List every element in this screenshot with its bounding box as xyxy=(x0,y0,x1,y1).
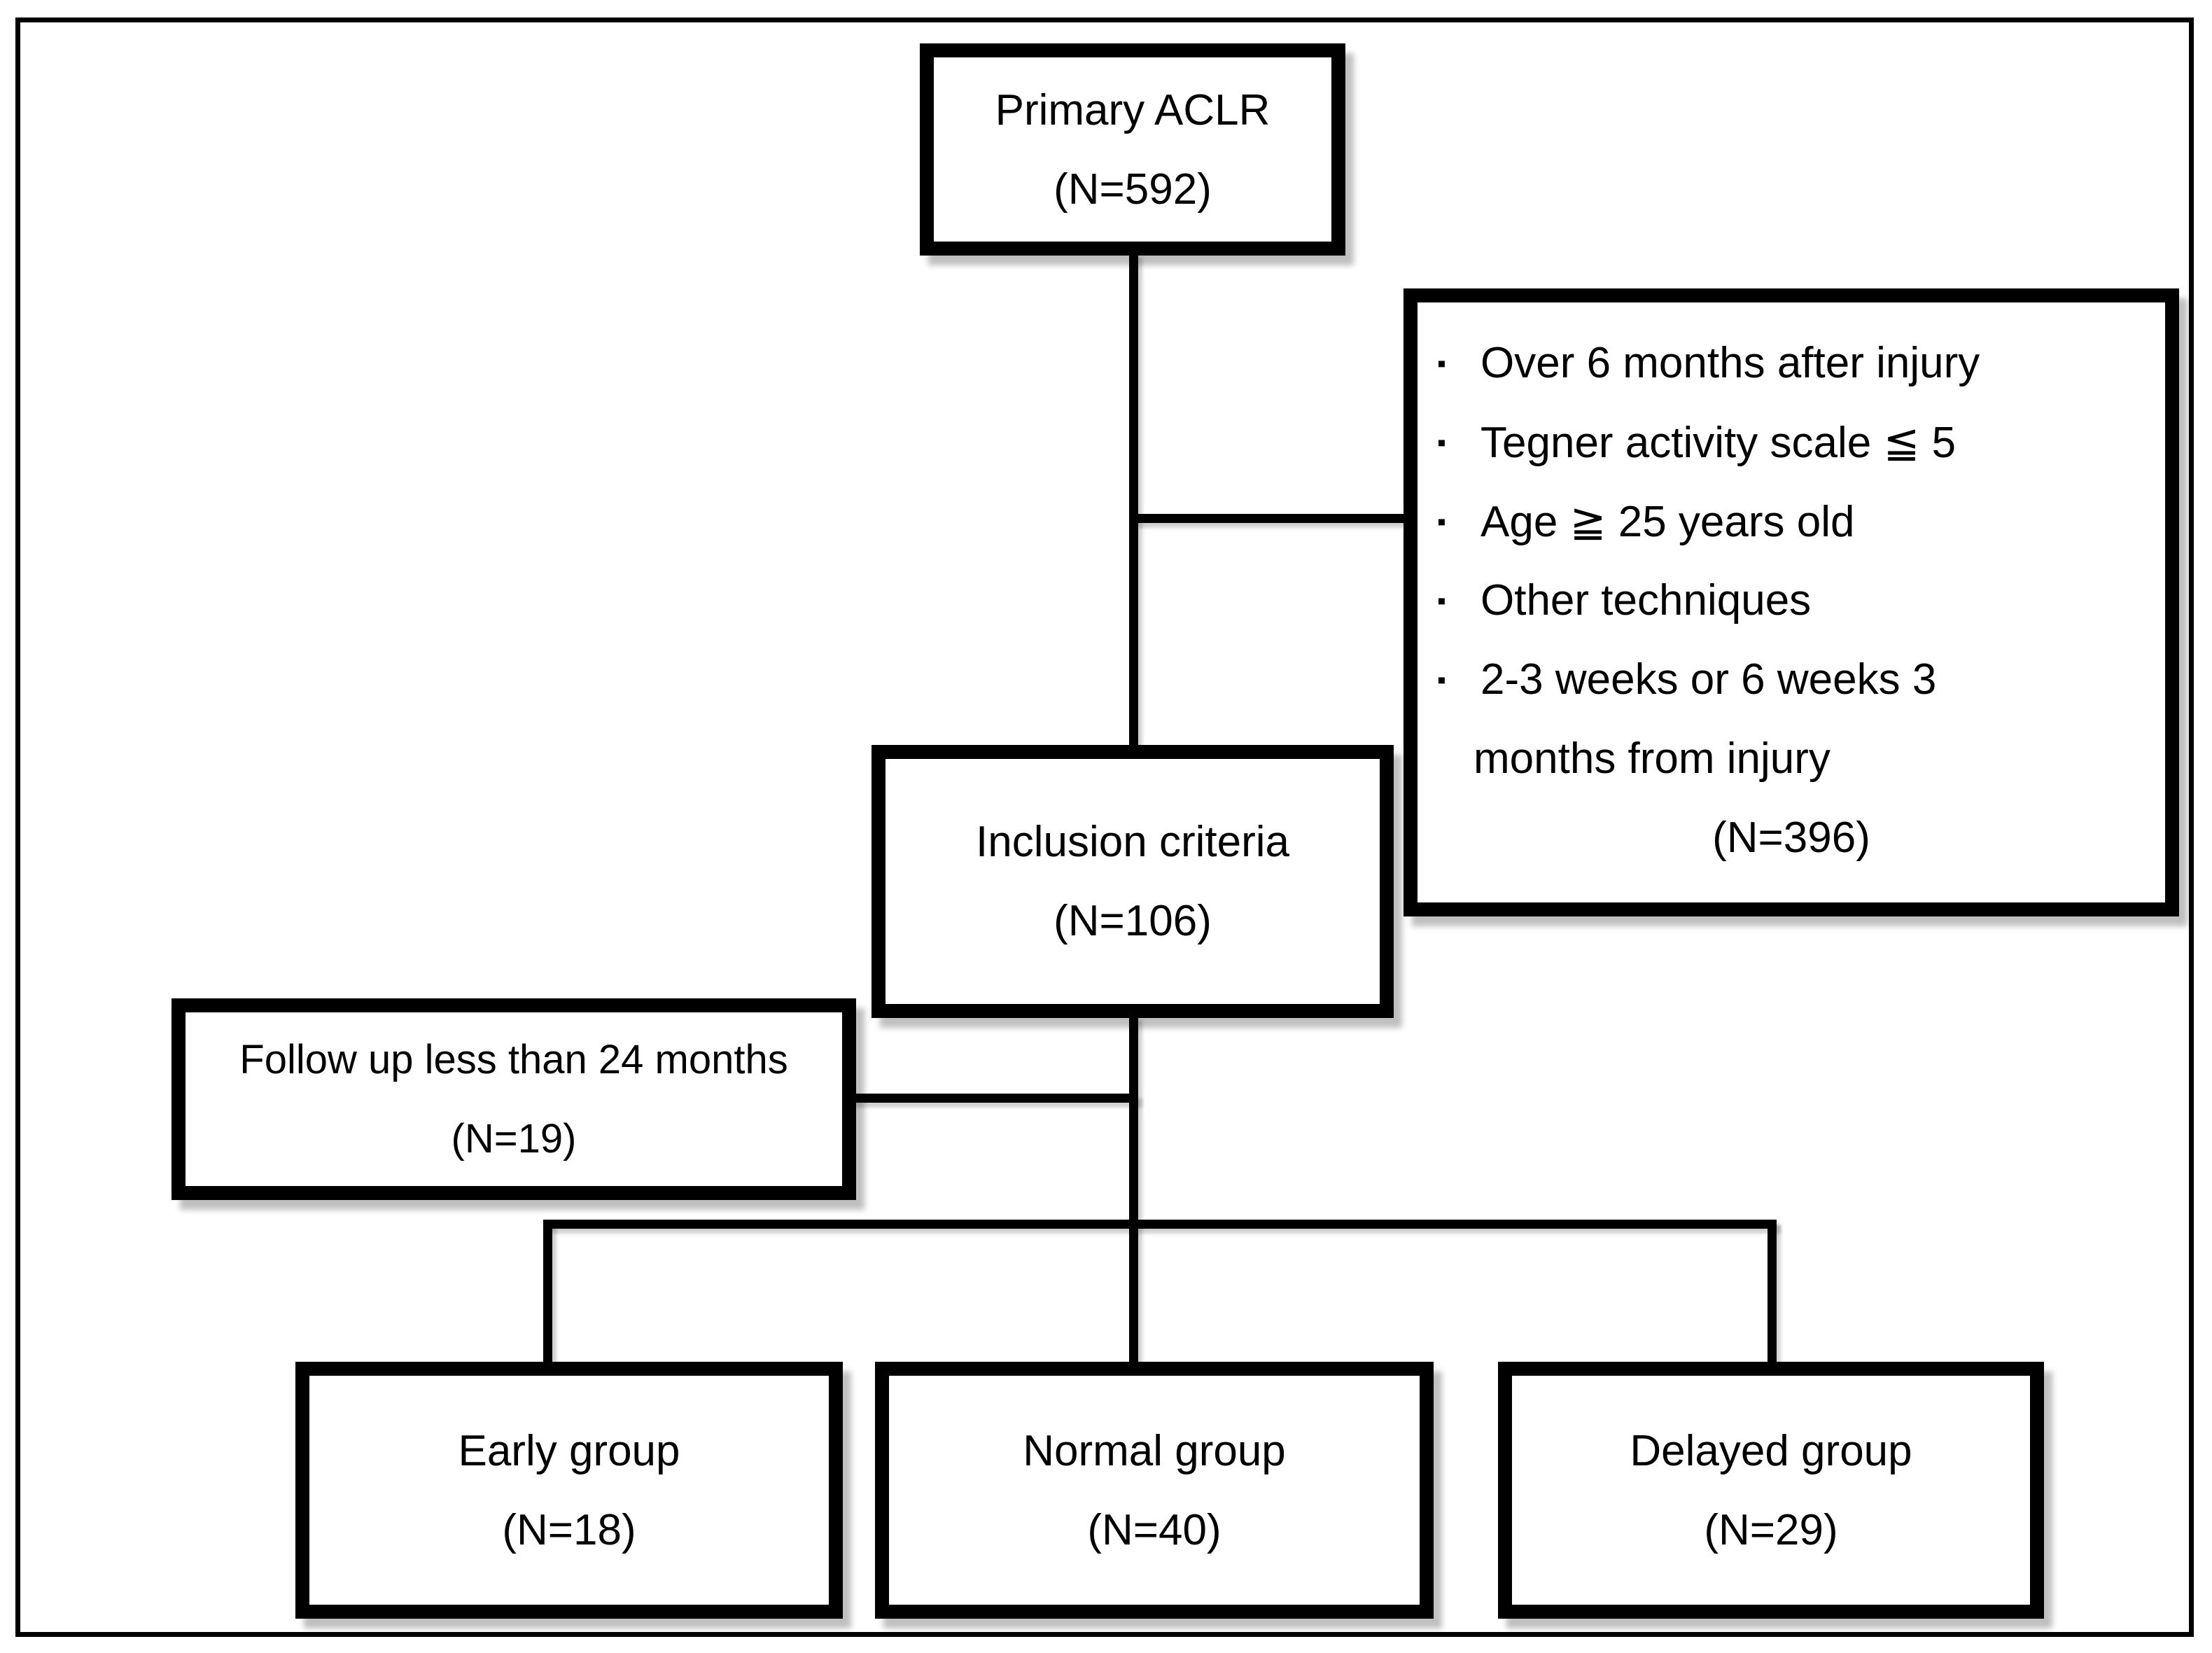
connector-inclusion-to-normal xyxy=(1129,1015,1138,1365)
delayed-group-label: Delayed group xyxy=(1630,1426,1912,1475)
primary-aclr-box: Primary ACLR (N=592) xyxy=(920,43,1345,256)
exclusion-count: (N=396) xyxy=(1712,814,1870,862)
exclusion-item: ▪ Tegner activity scale ≦ 5 xyxy=(1437,403,2146,482)
delayed-group-box: Delayed group (N=29) xyxy=(1498,1362,2044,1619)
followup-label: Follow up less than 24 months xyxy=(239,1037,788,1082)
exclusion-count-row: (N=396) xyxy=(1437,798,2146,877)
connector-branch-to-exclusion xyxy=(1129,514,1410,523)
delayed-group-count: (N=29) xyxy=(1704,1505,1838,1554)
early-group-label: Early group xyxy=(458,1426,680,1475)
exclusion-item-text: Age ≧ 25 years old xyxy=(1480,498,1855,546)
followup-count: (N=19) xyxy=(451,1116,577,1162)
normal-group-box: Normal group (N=40) xyxy=(875,1362,1434,1619)
connector-drop-to-early xyxy=(543,1220,552,1370)
early-group-box: Early group (N=18) xyxy=(295,1362,843,1619)
square-bullet-icon: ▪ xyxy=(1437,585,1446,615)
exclusion-item: ▪ Other techniques xyxy=(1437,561,2146,640)
square-bullet-icon: ▪ xyxy=(1437,664,1446,694)
figure-border xyxy=(15,18,2194,1637)
early-group-count: (N=18) xyxy=(502,1505,636,1554)
exclusion-item: ▪ Over 6 months after injury xyxy=(1437,323,2146,403)
exclusion-item-text: Other techniques xyxy=(1480,576,1812,625)
normal-group-label: Normal group xyxy=(1023,1426,1286,1475)
inclusion-criteria-count: (N=106) xyxy=(1054,897,1212,945)
exclusion-item-text: months from injury xyxy=(1474,734,1830,783)
square-bullet-icon: ▪ xyxy=(1437,427,1446,456)
connector-branch-to-followup xyxy=(850,1094,1138,1103)
square-bullet-icon: ▪ xyxy=(1437,348,1446,377)
square-bullet-icon: ▪ xyxy=(1437,506,1446,536)
inclusion-criteria-label: Inclusion criteria xyxy=(976,818,1289,866)
exclusion-item-text: 2-3 weeks or 6 weeks 3 xyxy=(1480,655,1937,704)
primary-aclr-label: Primary ACLR xyxy=(995,85,1270,134)
exclusion-item-text: Over 6 months after injury xyxy=(1480,339,1980,387)
connector-drop-to-delayed xyxy=(1768,1220,1777,1370)
normal-group-count: (N=40) xyxy=(1087,1505,1222,1554)
followup-exclusion-box: Follow up less than 24 months (N=19) xyxy=(172,998,856,1200)
connector-distribution-line xyxy=(543,1220,1777,1229)
exclusion-item-text: Tegner activity scale ≦ 5 xyxy=(1480,419,1956,467)
inclusion-criteria-box: Inclusion criteria (N=106) xyxy=(872,745,1394,1018)
exclusion-item-continuation: months from injury xyxy=(1474,719,2146,798)
exclusion-criteria-box: ▪ Over 6 months after injury ▪ Tegner ac… xyxy=(1404,288,2179,916)
primary-aclr-count: (N=592) xyxy=(1054,165,1212,214)
exclusion-item: ▪ Age ≧ 25 years old xyxy=(1437,482,2146,561)
connector-primary-to-inclusion xyxy=(1129,252,1138,749)
exclusion-item: ▪ 2-3 weeks or 6 weeks 3 xyxy=(1437,640,2146,719)
